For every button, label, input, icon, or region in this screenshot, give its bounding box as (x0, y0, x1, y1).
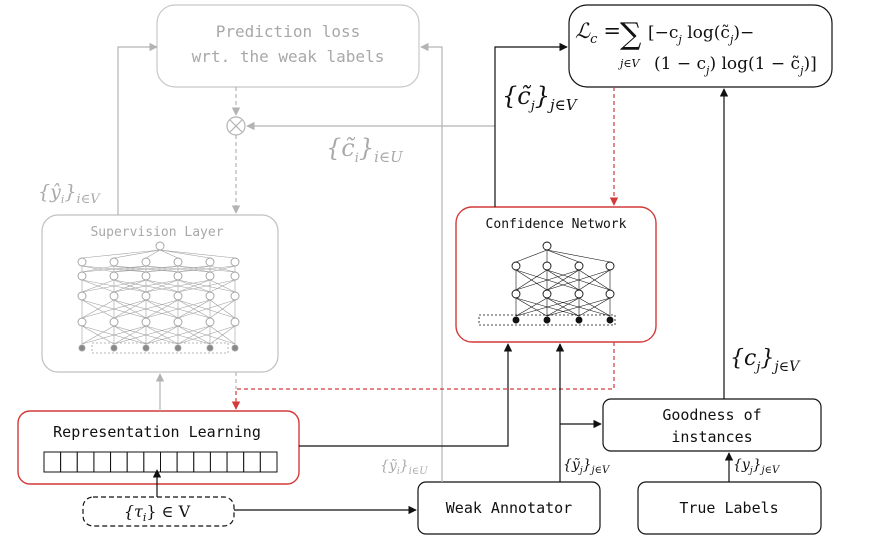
svg-text:[−cj log(c̃j)−: [−cj log(c̃j)− (648, 23, 754, 46)
svg-text:j∈V: j∈V (617, 57, 641, 70)
network-node (542, 261, 552, 271)
embedding-cell (226, 451, 245, 473)
edge-formula-to-rep (231, 342, 615, 410)
label-ctilde-i: {c̃i}i∈U (326, 134, 404, 166)
prediction-loss-box (156, 4, 420, 88)
representation-learning-title: Representation Learning (53, 423, 261, 441)
embedding-cell (209, 451, 228, 473)
network-node (77, 291, 87, 301)
true-labels-title: True Labels (679, 499, 778, 517)
label-ytilde-i: {ỹi}i∈U (380, 458, 428, 477)
embedding-cell (160, 451, 178, 473)
network-node (155, 241, 165, 251)
network-node (110, 344, 118, 352)
network-node (542, 289, 552, 299)
confidence-network-graphic (478, 241, 616, 326)
network-node (141, 271, 151, 281)
confidence-network-title: Confidence Network (486, 217, 627, 232)
label-ctilde-j: {c̃j}j∈V (502, 82, 579, 114)
confidence-network-box (455, 206, 657, 343)
edge-confidence-to-formula (494, 42, 568, 207)
embedding-cell (76, 451, 95, 473)
svg-text:(1 − cj) log(1 − c̃j)]: (1 − cj) log(1 − c̃j)] (654, 54, 817, 77)
network-node (109, 271, 119, 281)
network-node (230, 257, 240, 267)
goodness-line1: Goodness of (662, 406, 761, 424)
network-node (173, 291, 183, 301)
network-node (173, 317, 183, 327)
network-node (205, 257, 215, 267)
network-node (574, 261, 584, 271)
network-node (575, 316, 583, 324)
network-node (605, 289, 615, 299)
edge-rep-to-confidence (299, 343, 513, 447)
network-node (230, 271, 240, 281)
network-node (109, 291, 119, 301)
network-node (141, 257, 151, 267)
goodness-line2: instances (671, 428, 752, 446)
network-node (109, 317, 119, 327)
input-box (82, 496, 235, 527)
embedding-cell (193, 451, 211, 473)
edge-weak-to-loss (420, 42, 443, 482)
network-node (205, 317, 215, 327)
weak-annotator-box (417, 481, 601, 535)
network-node (230, 291, 240, 301)
supervision-layer-title: Supervision Layer (90, 225, 223, 240)
network-node (230, 317, 240, 327)
embedding-cell (43, 451, 62, 473)
network-node (109, 257, 119, 267)
supervision-network-graphic (77, 241, 240, 354)
embedding-cell (93, 451, 112, 473)
label-cj: {cj}j∈V (730, 346, 801, 375)
input-label: {τi} ∈ V (124, 502, 191, 524)
embedding-cell (176, 451, 195, 473)
goodness-box (602, 398, 822, 452)
label-yhat: {ŷi}i∈V (38, 181, 101, 207)
network-node (141, 291, 151, 301)
network-node (574, 289, 584, 299)
embedding-cell (110, 451, 128, 473)
embedding-cell (259, 451, 278, 473)
svg-text:∑: ∑ (620, 17, 642, 52)
loss-formula: ℒc= ∑ j∈V [−cj log(c̃j)− (1 − cj) log(1 … (575, 17, 817, 77)
network-node (174, 344, 182, 352)
embedding-cell (243, 451, 261, 473)
network-node (543, 316, 551, 324)
embedding-cell (60, 451, 78, 473)
loss-formula-box (568, 4, 833, 88)
network-node (231, 344, 239, 352)
network-node (205, 291, 215, 301)
network-node (78, 344, 86, 352)
edge-yhat-to-loss (117, 42, 158, 215)
network-node (606, 316, 614, 324)
network-node (511, 289, 521, 299)
network-node (173, 257, 183, 267)
network-node (173, 271, 183, 281)
network-node (77, 317, 87, 327)
weak-annotator-title: Weak Annotator (446, 499, 572, 517)
network-node (77, 257, 87, 267)
network-node (206, 344, 214, 352)
network-node (142, 344, 150, 352)
prediction-loss-line2: wrt. the weak labels (192, 47, 385, 66)
network-node (77, 271, 87, 281)
label-ytilde-j: {ỹj}j∈V (563, 457, 611, 476)
network-node (141, 317, 151, 327)
representation-learning-box (17, 410, 300, 485)
network-node (205, 271, 215, 281)
network-node (605, 261, 615, 271)
svg-text:ℒc=: ℒc= (575, 19, 621, 47)
network-node (512, 316, 520, 324)
embedding-cell (143, 451, 162, 473)
embedding-vector (43, 451, 278, 473)
network-node (542, 241, 552, 251)
label-yj: {yj}j∈V (733, 457, 781, 476)
network-node (511, 261, 521, 271)
prediction-loss-line1: Prediction loss (216, 22, 361, 41)
embedding-cell (126, 451, 145, 473)
